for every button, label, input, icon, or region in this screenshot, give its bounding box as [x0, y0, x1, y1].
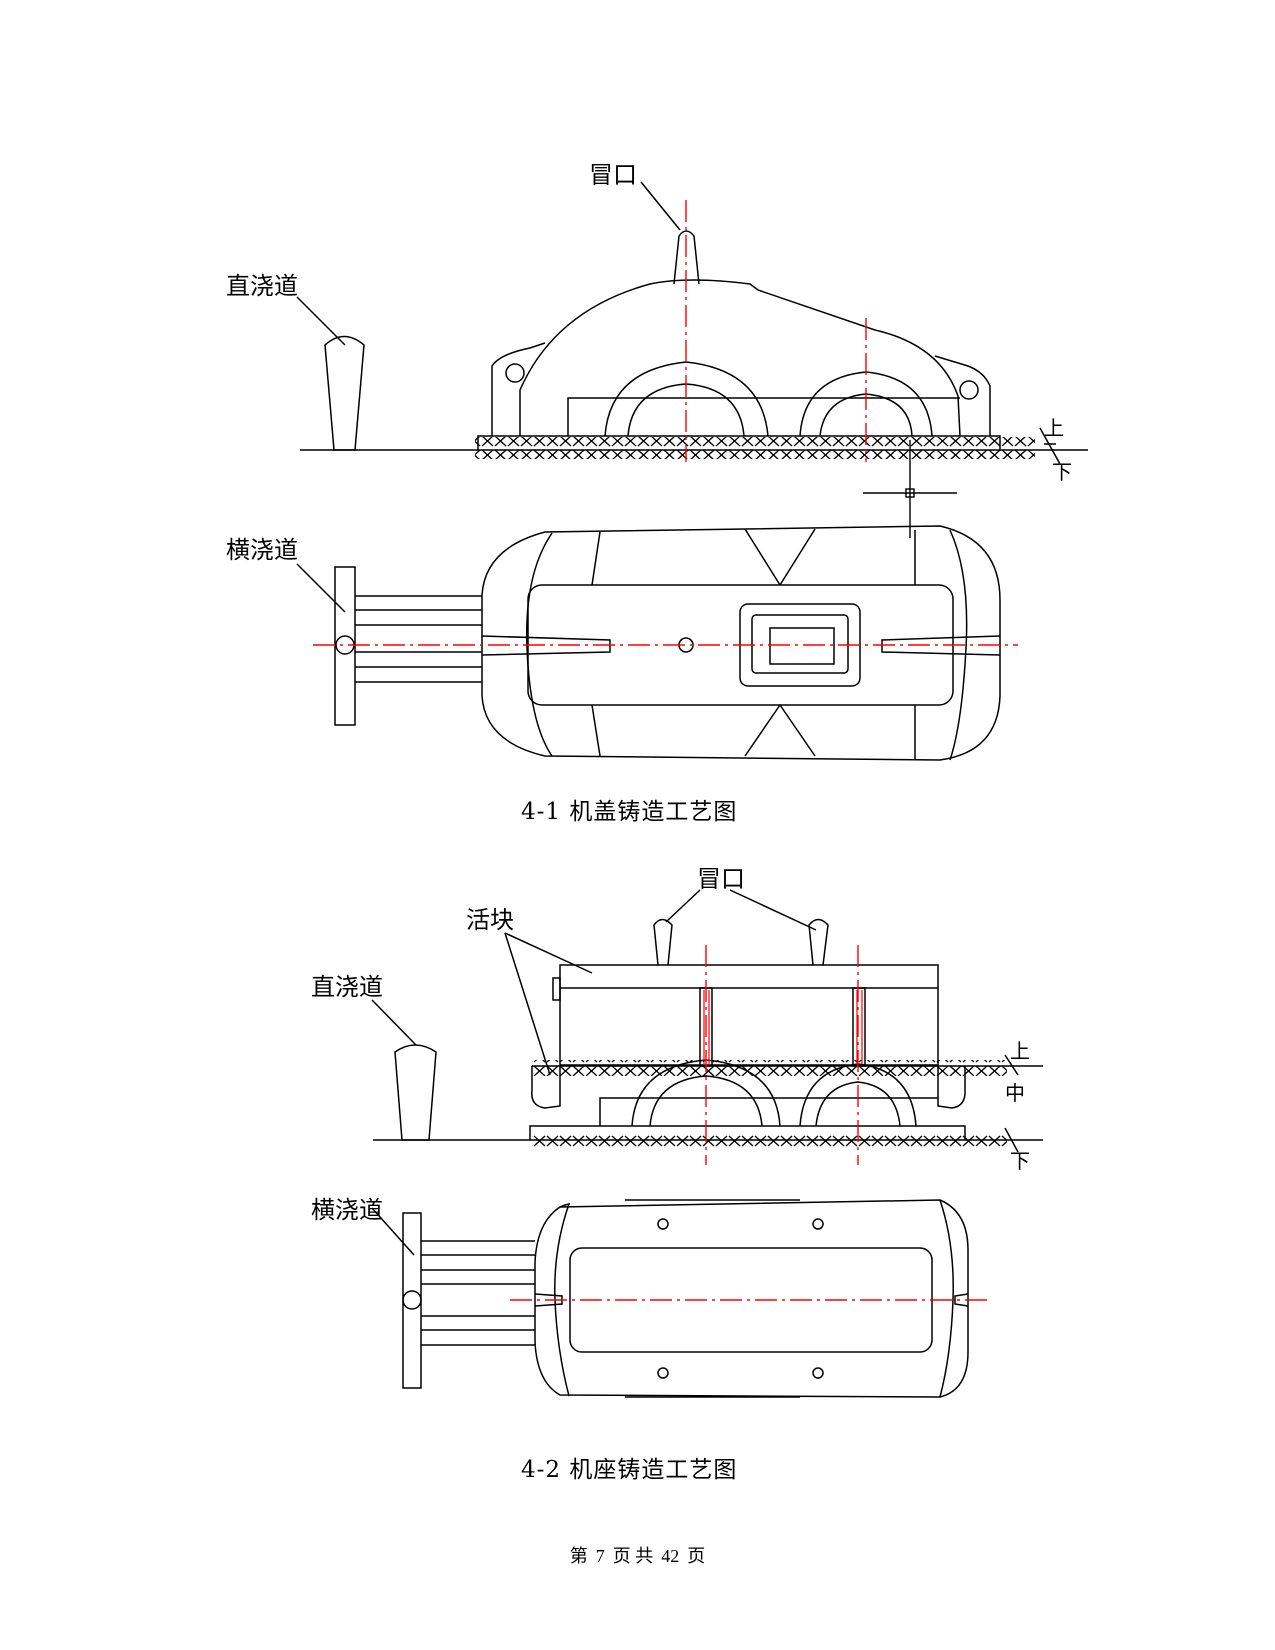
figure-4-1-centerlines [685, 200, 867, 462]
label-lower-4-2: 下 [1010, 1149, 1030, 1173]
sprue-leader-4-2 [371, 999, 417, 1046]
web-slot-2 [852, 987, 866, 1067]
base-plan-outline [534, 1199, 969, 1398]
sprue-leader-4-1 [296, 296, 346, 346]
loose-piece-box [559, 964, 939, 1066]
bolt-hole-1 [657, 1218, 669, 1230]
figure-4-1-elevation [296, 181, 1088, 465]
parting-marker-upper-4-2 [1004, 1054, 1019, 1076]
figure-4-2-elevation [371, 889, 1043, 1153]
runner-sprue-joint-4-2 [402, 1290, 422, 1310]
caption-figure-4-2: 4-2 机座铸造工艺图 [521, 1457, 738, 1483]
runner-plate-4-2 [402, 1212, 422, 1389]
loose-leader-a [504, 932, 593, 974]
label-runner-4-1: 横浇道 [226, 536, 298, 564]
bolt-hole-4 [812, 1367, 824, 1379]
footer-mid: 页 共 [612, 1546, 654, 1566]
upper-parting-hatch [532, 1060, 1007, 1076]
label-middle-4-2: 中 [1005, 1081, 1025, 1105]
cover-inner-step [567, 397, 960, 436]
cover-right-lug [934, 355, 991, 436]
label-loose-piece: 活块 [466, 906, 514, 934]
inspection-window-inner [769, 627, 835, 665]
bolt-hole-3 [657, 1367, 669, 1379]
riser-leader-4-1 [640, 181, 681, 231]
figure-4-1-plan [334, 525, 1001, 761]
left-lug-hole [505, 363, 525, 383]
runner-leader-4-2 [371, 1207, 415, 1256]
label-sprue-4-1: 直浇道 [226, 272, 298, 300]
label-riser-4-1: 冒口 [589, 161, 637, 189]
footer-page-number: 7 [595, 1546, 605, 1566]
runner-leader-4-1 [296, 563, 346, 613]
label-lower-4-1: 下 [1052, 460, 1072, 484]
lower-parting-hatch [532, 1133, 1007, 1149]
label-sprue-4-2: 直浇道 [311, 973, 383, 1001]
footer-suffix: 页 [687, 1546, 706, 1566]
label-runner-4-2: 横浇道 [311, 1196, 383, 1224]
label-upper-4-1: 上 [1044, 416, 1064, 440]
figure-4-2-centerlines [705, 945, 859, 1165]
riser-leader-4-2b [729, 889, 817, 931]
bolt-hole-2 [812, 1218, 824, 1230]
web-slot-red-lines [703, 990, 863, 1064]
riser-leader-4-2a [665, 889, 701, 923]
parting-marker-4-1 [1039, 427, 1061, 465]
cover-plan-outline [481, 525, 1001, 761]
parting-marker-lower-4-2 [1004, 1127, 1019, 1153]
riser-4-2-right [808, 918, 829, 966]
right-lug-hole [959, 380, 979, 400]
riser-4-1 [673, 230, 700, 285]
caption-figure-4-1: 4-1 机盖铸造工艺图 [521, 799, 738, 825]
sprue-4-1 [324, 335, 365, 451]
label-riser-4-2: 冒口 [697, 865, 745, 893]
section-marker-4-1 [863, 440, 957, 538]
cover-flange [477, 435, 1001, 450]
riser-4-2-left [653, 918, 673, 966]
sprue-4-2 [394, 1044, 437, 1141]
runner-plate-4-1 [334, 566, 356, 726]
footer-total-pages: 42 [661, 1546, 680, 1566]
figure-4-2-plan [402, 1199, 969, 1398]
parting-hatch [475, 437, 1035, 459]
cover-left-lug [491, 342, 546, 436]
inspection-window-mid [751, 614, 849, 674]
base-bore-1-inner [649, 1075, 763, 1127]
cover-body-outline [519, 279, 961, 437]
loose-leader-b [504, 932, 551, 1076]
footer-prefix: 第 [569, 1546, 588, 1566]
label-upper-4-2: 上 [1010, 1039, 1030, 1063]
base-bore-2-inner [815, 1081, 901, 1127]
